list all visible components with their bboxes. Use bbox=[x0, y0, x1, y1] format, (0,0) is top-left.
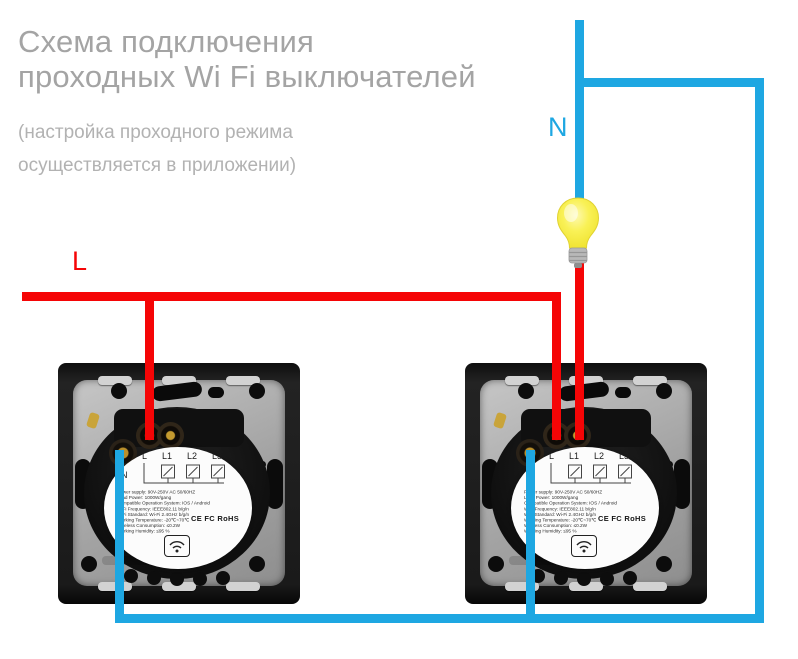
mount-tab bbox=[505, 376, 539, 385]
label-term-l2: L2 bbox=[594, 451, 605, 461]
plate-slot bbox=[615, 387, 631, 398]
mount-tab bbox=[162, 582, 196, 591]
spec-line: WiFi Frequency: IEEE802.11 b/g/n bbox=[524, 505, 596, 512]
mount-tab bbox=[162, 376, 196, 385]
neutral-wire-label: N bbox=[548, 112, 568, 142]
spec-line: WiFi Standard: Wi-Fi 2.4GHz b/g/n bbox=[524, 511, 597, 517]
neutral-wire-right-riser bbox=[755, 78, 764, 623]
spec-line: Wireless Consumption: ≤0.2W bbox=[524, 522, 588, 529]
spec-line: Working Temperature: -20℃~70℃ bbox=[524, 517, 597, 523]
page-title: Схема подключения проходных Wi Fi выключ… bbox=[18, 24, 476, 94]
spec-text: Power supply: 90V-250V AC 50/60HZ Load P… bbox=[117, 489, 249, 534]
mount-tab bbox=[226, 376, 260, 385]
plate-cutout bbox=[267, 459, 283, 509]
screw-hole bbox=[249, 556, 265, 572]
neutral-wire-top bbox=[575, 20, 584, 200]
spec-line: Working Humidity: ≤95 % bbox=[524, 528, 577, 534]
screw-hole bbox=[488, 556, 504, 572]
spec-line: Power supply: 90V-250V AC 50/60HZ bbox=[117, 489, 196, 495]
label-term-l3: L3 bbox=[212, 451, 223, 461]
plate-cutout bbox=[674, 459, 690, 509]
mechanism-teeth bbox=[124, 569, 138, 583]
neutral-wire-branch bbox=[575, 78, 764, 87]
spec-label: N L L1 L2 L3 Power supply: 90V-250V AC 5… bbox=[511, 447, 659, 569]
line-wire-switch2-drop bbox=[552, 292, 561, 440]
spec-line: Compatible Operation System: IOS / Andro… bbox=[524, 500, 618, 506]
line-wire-label: L bbox=[72, 246, 88, 276]
terminal-l1 bbox=[157, 422, 184, 449]
spec-line: Working Temperature: -20℃~70℃ bbox=[117, 517, 190, 523]
screw-hole bbox=[81, 556, 97, 572]
mount-tab bbox=[633, 582, 667, 591]
certification-marks: CE FC RoHS bbox=[191, 514, 239, 523]
spec-label: N L L1 L2 L3 Power supply: 90V-250V AC 5… bbox=[104, 447, 252, 569]
bulb-glass bbox=[556, 197, 600, 249]
light-bulb-icon bbox=[556, 197, 600, 268]
molded-marking bbox=[509, 556, 575, 565]
spec-line: Working Humidity: ≤95 % bbox=[117, 528, 170, 534]
page-subtitle: (настройка проходного режима осуществляе… bbox=[18, 116, 296, 182]
spec-line: Wireless Consumption: ≤0.2W bbox=[117, 522, 181, 529]
mount-tab bbox=[505, 582, 539, 591]
title-line-1: Схема подключения bbox=[18, 24, 314, 59]
screw-hole bbox=[656, 383, 672, 399]
screw-hole bbox=[111, 383, 127, 399]
molded-marking bbox=[102, 556, 168, 565]
subtitle-line-1: (настройка проходного режима bbox=[18, 122, 293, 143]
line-wire-switch1-drop bbox=[145, 292, 154, 440]
label-term-l: L bbox=[549, 451, 555, 461]
label-term-l1: L1 bbox=[162, 451, 173, 461]
screw-hole bbox=[656, 556, 672, 572]
neutral-wire-bottom bbox=[115, 614, 764, 623]
label-term-l2: L2 bbox=[187, 451, 198, 461]
subtitle-line-2: осуществляется в приложении) bbox=[18, 155, 297, 176]
title-line-2: проходных Wi Fi выключателей bbox=[18, 59, 476, 94]
neutral-wire-switch1-drop bbox=[115, 450, 124, 623]
mount-tab bbox=[226, 582, 260, 591]
wifi-icon bbox=[571, 535, 597, 557]
spec-line: WiFi Frequency: IEEE802.11 b/g/n bbox=[117, 505, 189, 512]
spec-line: Load Power: 1000W/gang bbox=[117, 494, 172, 501]
wifi-switch-1: N L L1 L2 L3 Power supply: 90V-250V AC 5… bbox=[58, 363, 300, 604]
screw-hole bbox=[518, 383, 534, 399]
wifi-icon bbox=[164, 535, 190, 557]
switch-symbols bbox=[550, 463, 632, 484]
certification-marks: CE FC RoHS bbox=[598, 514, 646, 523]
label-term-l: L bbox=[142, 451, 148, 461]
line-wire-main bbox=[22, 292, 561, 301]
mount-tab bbox=[633, 376, 667, 385]
spec-line: Power supply: 90V-250V AC 50/60HZ bbox=[524, 489, 603, 495]
spec-line: Load Power: 1000W/gang bbox=[524, 494, 579, 501]
neutral-wire-switch2-drop bbox=[526, 450, 535, 623]
label-term-l1: L1 bbox=[569, 451, 580, 461]
spec-text: Power supply: 90V-250V AC 50/60HZ Load P… bbox=[524, 489, 656, 534]
mount-tab bbox=[569, 582, 603, 591]
wifi-switch-2: N L L1 L2 L3 Power supply: 90V-250V AC 5… bbox=[465, 363, 707, 604]
screw-hole bbox=[249, 383, 265, 399]
plate-slot bbox=[208, 387, 224, 398]
spec-line: Compatible Operation System: IOS / Andro… bbox=[117, 500, 211, 506]
lamp-line-wire bbox=[575, 260, 584, 440]
mount-tab bbox=[569, 376, 603, 385]
switch-symbols bbox=[143, 463, 225, 484]
spec-line: WiFi Standard: Wi-Fi 2.4GHz b/g/n bbox=[117, 511, 190, 517]
label-term-l3: L3 bbox=[619, 451, 630, 461]
mount-tab bbox=[98, 376, 132, 385]
label-neutral-mark: N bbox=[121, 470, 128, 480]
